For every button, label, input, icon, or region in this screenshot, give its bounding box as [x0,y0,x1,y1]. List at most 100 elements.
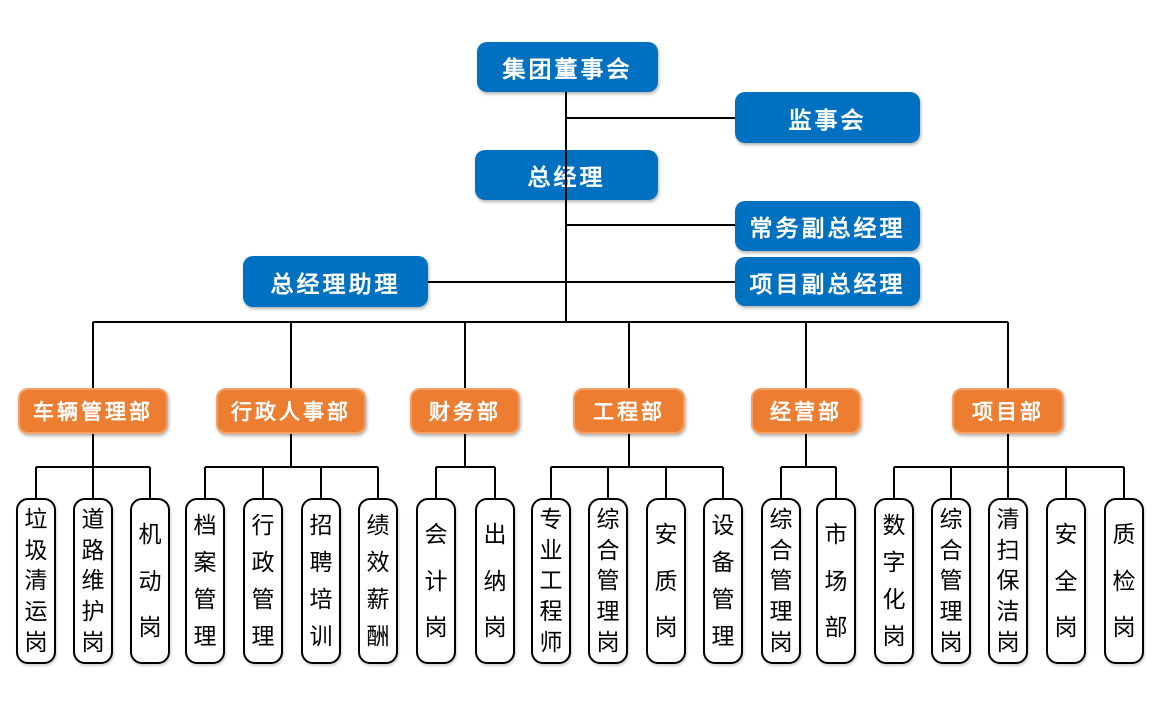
position-char: 程 [539,598,563,625]
position-char: 质 [1112,521,1136,548]
dept-box-0: 车辆管理部 [18,388,168,434]
position-char: 理 [711,623,735,649]
connector-supervisory [566,117,735,119]
connector-dept-drop [805,322,807,388]
position-char: 岗 [939,629,963,656]
position-char: 案 [193,549,217,575]
position-char: 岗 [483,613,507,640]
position-char: 聘 [309,549,333,575]
connector-position-drop [607,467,609,498]
connector-dept-stem [464,434,466,467]
connector-position-drop [320,467,322,498]
node-project-deputy-gm: 项目副总经理 [735,257,920,306]
position-char: 合 [596,536,620,563]
position-char: 岗 [138,613,162,640]
dept-box-3: 工程部 [573,388,685,434]
position-char: 工 [539,567,563,594]
position-char: 岗 [1112,613,1136,640]
dept-box-1: 行政人事部 [216,388,366,434]
position-box-1-3: 绩效薪酬 [358,498,398,664]
connector-dept-drop [628,322,630,388]
connector-position-drop [780,467,782,498]
position-char: 专 [539,505,563,532]
position-char: 检 [1112,567,1136,594]
connector-position-drop [722,467,724,498]
position-char: 管 [596,567,620,594]
position-char: 岗 [1054,613,1078,640]
connector-dept-stem [1007,434,1009,467]
connector-position-drop [494,467,496,498]
connector-position-drop [1007,467,1009,498]
position-char: 会 [424,521,448,548]
position-char: 字 [882,549,906,575]
dept-box-4: 经营部 [751,388,861,434]
position-char: 合 [939,536,963,563]
connector-position-drop [1123,467,1125,498]
position-char: 机 [138,521,162,548]
connector-dept-drop [464,322,466,388]
position-char: 垃 [24,505,48,532]
position-box-0-2: 机动岗 [130,498,170,664]
connector-position-drop [950,467,952,498]
position-char: 质 [654,567,678,594]
position-char: 部 [824,613,848,640]
connector-position-drop [92,467,94,498]
position-char: 岗 [654,613,678,640]
connector-position-drop [149,467,151,498]
connector-gm-assistant [428,281,566,283]
node-group-board: 集团董事会 [477,42,658,92]
position-char: 管 [939,567,963,594]
connector-dept-stem [92,434,94,467]
position-char: 岗 [596,629,620,656]
position-box-2-0: 会计岗 [416,498,456,664]
position-char: 设 [711,512,735,538]
node-exec-deputy-gm: 常务副总经理 [735,201,920,251]
position-char: 酬 [366,623,390,649]
position-char: 理 [251,623,275,649]
position-box-0-1: 道路维护岗 [73,498,113,664]
position-char: 维 [81,567,105,594]
position-char: 市 [824,521,848,548]
position-char: 洁 [996,598,1020,625]
connector-position-drop [1065,467,1067,498]
connector-dept-stem [290,434,292,467]
position-box-3-0: 专业工程师 [531,498,571,664]
position-char: 岗 [81,629,105,656]
connector-position-bus [436,466,495,468]
position-char: 管 [251,586,275,612]
position-box-3-1: 综合管理岗 [588,498,628,664]
position-char: 岗 [769,629,793,656]
position-char: 清 [996,505,1020,532]
position-char: 招 [309,512,333,538]
position-char: 理 [769,598,793,625]
connector-dept-stem [628,434,630,467]
position-char: 计 [424,567,448,594]
position-char: 岗 [996,629,1020,656]
position-char: 综 [939,505,963,532]
connector-position-bus [894,466,1124,468]
connector-position-bus [205,466,378,468]
connector-dept-drop [290,322,292,388]
position-char: 数 [882,512,906,538]
connector-dept-bus [93,321,1008,323]
position-char: 培 [309,586,333,612]
position-char: 政 [251,549,275,575]
position-char: 档 [193,512,217,538]
position-char: 合 [769,536,793,563]
dept-box-2: 财务部 [410,388,520,434]
position-char: 训 [309,623,333,649]
connector-position-drop [550,467,552,498]
position-box-4-1: 市场部 [816,498,856,664]
position-char: 理 [939,598,963,625]
position-char: 效 [366,549,390,575]
position-char: 理 [596,598,620,625]
connector-position-drop [35,467,37,498]
position-char: 备 [711,549,735,575]
position-char: 场 [824,567,848,594]
position-char: 扫 [996,536,1020,563]
position-box-1-2: 招聘培训 [301,498,341,664]
connector-position-drop [665,467,667,498]
position-box-5-2: 清扫保洁岗 [988,498,1028,664]
position-char: 圾 [24,536,48,563]
